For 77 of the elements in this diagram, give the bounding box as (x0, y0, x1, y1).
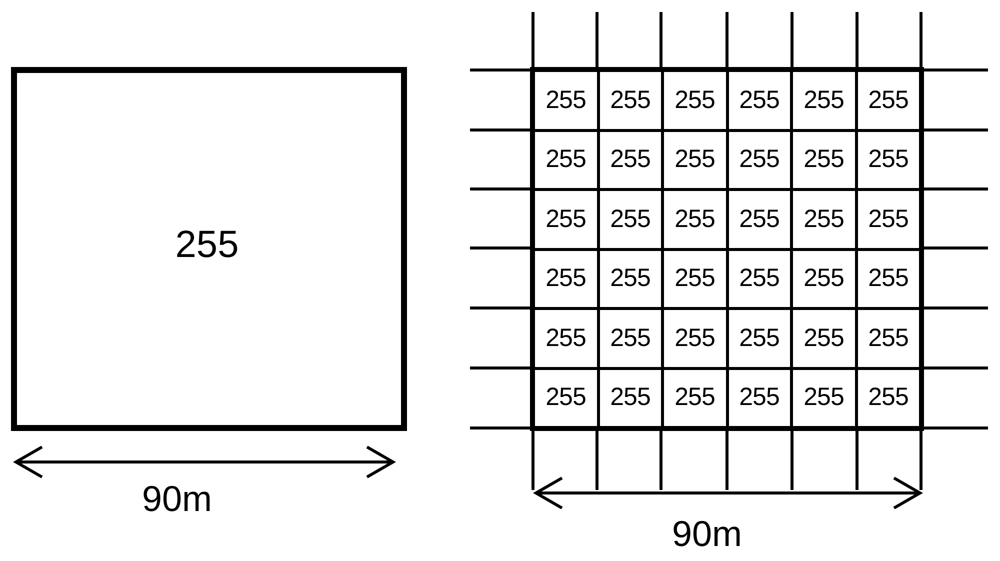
dimension-label: 90m (672, 513, 742, 555)
pixel-value: 255 (610, 86, 650, 115)
dimension-label: 90m (142, 478, 212, 520)
pixel-value: 255 (546, 204, 586, 234)
pixel-value: 255 (610, 264, 650, 294)
grid-cell (535, 191, 596, 248)
pixel-value: 255 (610, 204, 650, 234)
pixel-value: 255 (674, 145, 715, 174)
pixel-value: 255 (546, 86, 586, 115)
grid-cell (728, 370, 790, 426)
pixel-value: 255 (804, 204, 844, 234)
pixel-value: 255 (674, 86, 715, 115)
grid-cell (535, 72, 596, 128)
pixel-value: 255 (739, 324, 780, 353)
square-area (11, 67, 407, 431)
grid-cell (858, 250, 919, 307)
pixel-value: 255 (739, 86, 780, 115)
grid-cell (793, 250, 854, 307)
pixel-value: 255 (674, 383, 715, 412)
grid-cell (664, 310, 726, 366)
grid-cell (793, 72, 854, 128)
grid-cell (858, 72, 919, 128)
pixel-value: 255 (175, 224, 239, 266)
grid-cell (728, 132, 790, 188)
grid-cell (664, 250, 726, 307)
pixel-value: 255 (610, 324, 650, 353)
pixel-value: 255 (868, 264, 908, 294)
grid-cell (535, 370, 596, 426)
pixel-value: 255 (868, 145, 908, 174)
pixel-value: 255 (739, 204, 780, 234)
grid-cell (664, 370, 726, 426)
grid-cell (858, 191, 919, 248)
pixel-value: 255 (546, 264, 586, 294)
pixel-value: 255 (804, 86, 844, 115)
grid-cell (728, 191, 790, 248)
pixel-value: 255 (804, 324, 844, 353)
grid-cell (793, 310, 854, 366)
pixel-value: 255 (739, 264, 780, 294)
pixel-value: 255 (804, 383, 844, 412)
grid-cell (664, 132, 726, 188)
pixel-value: 255 (546, 324, 586, 353)
pixel-value: 255 (674, 324, 715, 353)
pixel-value: 255 (739, 145, 780, 174)
grid-frame (530, 67, 924, 431)
grid-cell (600, 132, 661, 188)
pixel-value: 255 (868, 324, 908, 353)
grid-cell (728, 310, 790, 366)
pixel-value: 255 (739, 383, 780, 412)
pixel-value: 255 (610, 145, 650, 174)
grid-cell (600, 250, 661, 307)
pixel-value: 255 (804, 264, 844, 294)
grid-cell (600, 310, 661, 366)
grid-cell (600, 370, 661, 426)
pixel-value: 255 (546, 383, 586, 412)
pixel-value: 255 (868, 204, 908, 234)
grid-cell (793, 132, 854, 188)
pixel-value: 255 (868, 86, 908, 115)
pixel-value: 255 (674, 204, 715, 234)
grid-cell (664, 191, 726, 248)
grid-cell (858, 310, 919, 366)
grid-cell (535, 250, 596, 307)
grid-cell (858, 132, 919, 188)
pixel-value: 255 (674, 264, 715, 294)
pixel-value: 255 (804, 145, 844, 174)
grid-cell (793, 370, 854, 426)
grid-cell (728, 250, 790, 307)
grid-cell (728, 72, 790, 128)
grid-cell (664, 72, 726, 128)
grid-cell (858, 370, 919, 426)
pixel-value: 255 (868, 383, 908, 412)
grid-cell (535, 132, 596, 188)
grid-cell (535, 310, 596, 366)
grid-cell (600, 72, 661, 128)
pixel-value: 255 (546, 145, 586, 174)
grid-cell (793, 191, 854, 248)
grid-cell (600, 191, 661, 248)
pixel-value: 255 (610, 383, 650, 412)
